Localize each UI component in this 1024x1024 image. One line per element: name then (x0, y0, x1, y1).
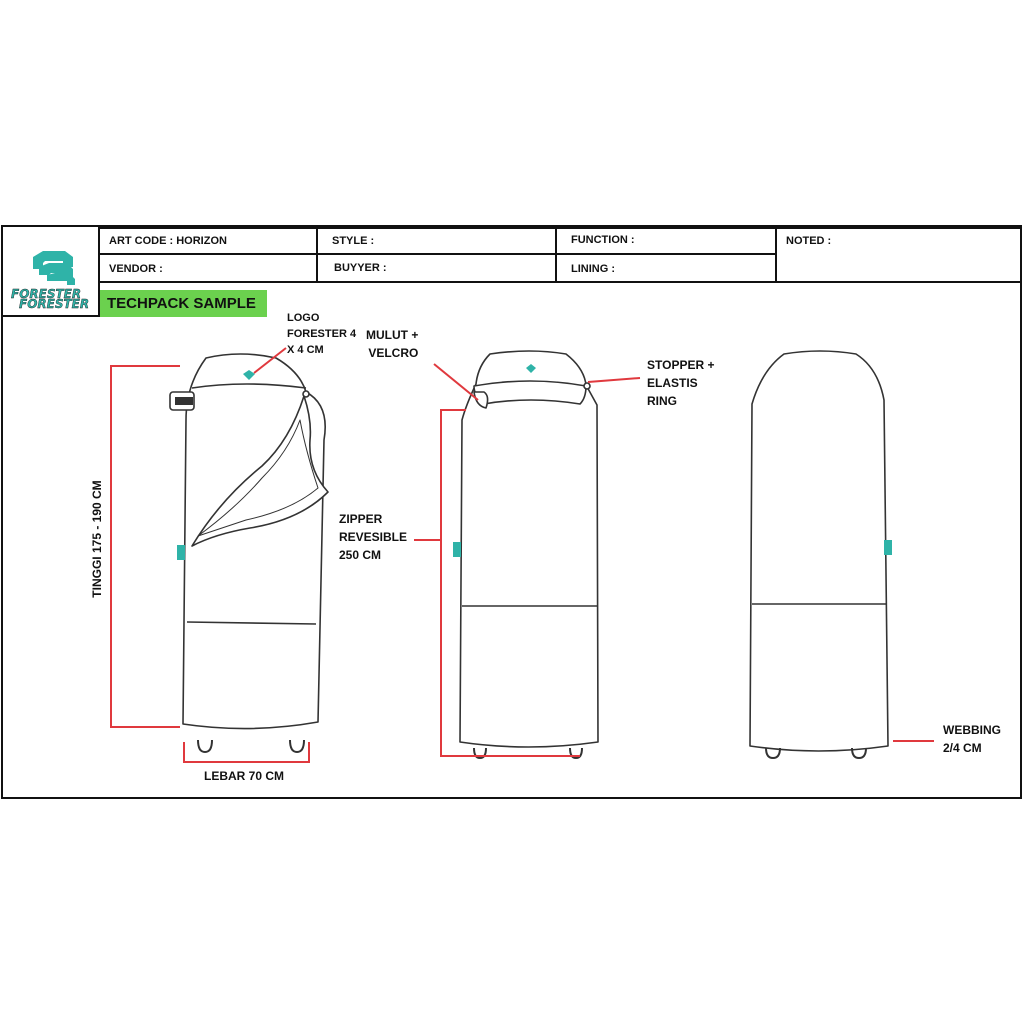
bag-1-side-tab (177, 545, 185, 560)
logo-callout-line (253, 347, 287, 374)
forester-logo-icon (33, 251, 75, 285)
function-label: FUNCTION : (571, 234, 635, 246)
height-annotation: TINGGI 175 - 190 CM (90, 480, 104, 598)
stopper-callout-line (587, 377, 641, 383)
zipper-dimension-line (440, 409, 580, 757)
sleeping-bag-back-view (749, 350, 889, 759)
bag-3-wheel-left-icon (765, 747, 781, 759)
bag-2-body (459, 350, 599, 748)
buyyer-label: BUYYER : (334, 262, 387, 274)
bag-2-wheel-right-icon (569, 747, 583, 759)
bag-1-foot-seam (186, 621, 317, 625)
bag-1-zipper-pull-icon (302, 390, 310, 398)
bag-3-body (749, 350, 889, 752)
bag-2-side-tab (453, 542, 461, 557)
techpack-sample-badge: TECHPACK SAMPLE (100, 290, 267, 317)
bag-1-top-hood (191, 383, 307, 389)
stopper-elastis-annotation: STOPPER + ELASTIS RING (647, 358, 715, 408)
noted-label: NOTED : (786, 235, 832, 247)
function-cell: FUNCTION : (555, 227, 777, 255)
brand-wordmark-2: FORESTER (19, 297, 89, 311)
buyyer-cell: BUYYER : (316, 253, 557, 283)
webbing-annotation: WEBBING 2/4 CM (943, 723, 1001, 755)
style-label: STYLE : (332, 235, 375, 247)
height-dimension-line (110, 365, 180, 728)
bag-2-wheel-left-icon (473, 747, 487, 759)
zipper-annotation: ZIPPER REVESIBLE 250 CM (339, 512, 408, 562)
lining-cell: LINING : (555, 253, 777, 283)
width-annotation: LEBAR 70 CM (204, 769, 285, 783)
bag-1-wheel-right-icon (289, 739, 305, 753)
mulut-velcro-annotation: MULUT + VELCRO (366, 328, 419, 360)
logo-annotation: LOGO FORESTER 4 X 4 CM (287, 312, 357, 356)
vendor-label: VENDOR : (109, 263, 163, 275)
art-code-label: ART CODE : HORIZON (109, 235, 227, 247)
sleeping-bag-open-view (169, 353, 329, 753)
bag-2-stopper-icon (583, 382, 591, 390)
bag-2-hood (473, 380, 587, 405)
bag-1-logo-mark-icon (243, 370, 255, 380)
brand-wordmark-1: FORESTER (11, 287, 81, 301)
mulut-callout-line (433, 363, 479, 401)
art-code-cell: ART CODE : HORIZON (98, 227, 318, 255)
vendor-cell: VENDOR : (98, 253, 318, 283)
noted-cell: NOTED : (775, 227, 1022, 283)
sleeping-bag-front-view (459, 350, 599, 759)
bag-2-logo-mark-icon (526, 364, 536, 373)
bag-3-wheel-right-icon (851, 747, 867, 759)
style-cell: STYLE : (316, 227, 557, 255)
bag-1-wheel-left-icon (197, 739, 213, 753)
width-dimension-line (183, 742, 310, 763)
bag-3-side-tab (884, 540, 892, 555)
lining-label: LINING : (571, 263, 615, 275)
